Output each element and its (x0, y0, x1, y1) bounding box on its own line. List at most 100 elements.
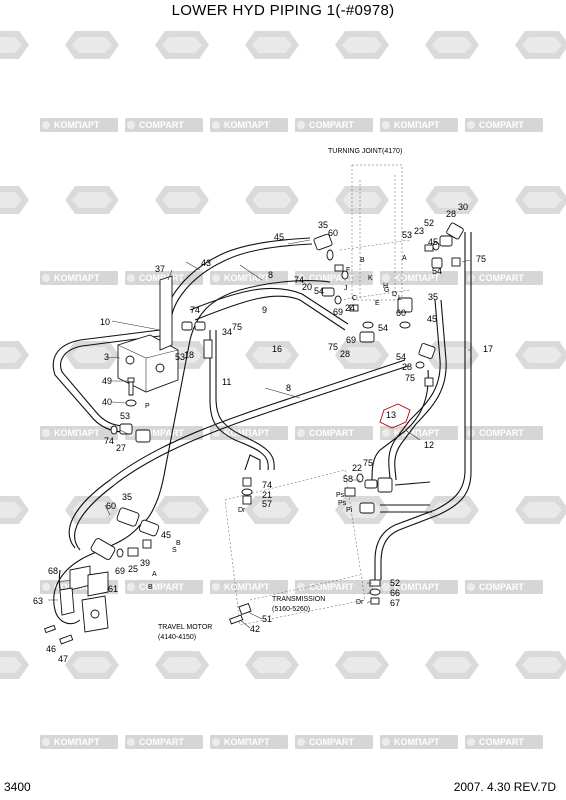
part-number: 54 (314, 286, 324, 296)
part-number: 75 (363, 458, 373, 468)
page-title: LOWER HYD PIPING 1(-#0978) (171, 2, 395, 19)
port-label: E (375, 300, 380, 307)
part-number: 75 (328, 342, 338, 352)
part-number: 40 (102, 397, 112, 407)
port-labels: A B F K H D C E G J L P Ps Dr Dr B A A B… (145, 255, 407, 606)
part-number: 69 (333, 307, 343, 317)
part-number-labels: 35 60 45 43 37 8 74 20 54 69 24 9 10 74 … (33, 202, 493, 664)
part-number: 75 (405, 373, 415, 383)
watermark-logo (155, 651, 209, 679)
part-number: 42 (250, 624, 260, 634)
watermark-logo (515, 341, 566, 369)
part-number: 75 (476, 254, 486, 264)
watermark-text: KOMПAPT (394, 582, 440, 592)
port-label: S (172, 547, 177, 554)
watermark-text: COMPART (479, 582, 524, 592)
turning-joint-label: TURNING JOINT(4170) (328, 148, 402, 155)
revision-date: 2007. 4.30 REV.7D (453, 780, 556, 794)
part-number: 52 (424, 218, 434, 228)
watermark-text: COMPART (139, 428, 184, 438)
part-number: 17 (483, 344, 493, 354)
part-number: 37 (155, 264, 165, 274)
port-label: J (344, 285, 348, 292)
watermark-logo (245, 651, 299, 679)
part-number: 45 (274, 232, 284, 242)
part-number: 21 (262, 490, 272, 500)
watermark-logo (65, 651, 119, 679)
part-number: 54 (432, 266, 442, 276)
watermark-logo (0, 186, 29, 214)
part-number: 28 (402, 362, 412, 372)
part-number: 27 (116, 443, 126, 453)
watermark-text: KOMПAPT (394, 120, 440, 130)
components (44, 222, 464, 645)
watermark-layer: KOMПAPT COMPART KOMПAPT COMPART KOMПAPT COMPA… (0, 31, 566, 749)
watermark-logo (245, 31, 299, 59)
watermark-text: KOMПAPT (394, 428, 440, 438)
part-number: 60 (106, 501, 116, 511)
port-label: D (392, 291, 397, 298)
part-number: 8 (286, 383, 291, 393)
part-number: 69 (115, 566, 125, 576)
watermark-text: COMPART (309, 737, 354, 747)
watermark-logo (515, 186, 566, 214)
port-label: Dr (238, 507, 246, 514)
watermark-text: KOMПAPT (394, 273, 440, 283)
watermark-logo (425, 31, 479, 59)
part-number: 28 (446, 209, 456, 219)
port-label: Pi (346, 507, 353, 514)
watermark-text: COMPART (139, 273, 184, 283)
part-number: 52 (390, 578, 400, 588)
part-number: 57 (262, 499, 272, 509)
part-number: 39 (140, 558, 150, 568)
part-number: 45 (427, 314, 437, 324)
port-label: H (383, 283, 388, 290)
watermark-logo (0, 341, 29, 369)
watermark-text: COMPART (309, 428, 354, 438)
part-number: 34 (222, 327, 232, 337)
watermark-logo (515, 651, 566, 679)
part-number: 61 (108, 584, 118, 594)
watermark-logo (65, 186, 119, 214)
watermark-text: COMPART (309, 120, 354, 130)
watermark-text: KOMПAPT (224, 120, 270, 130)
part-number: 53 (175, 352, 185, 362)
part-number: 35 (428, 292, 438, 302)
leader-lines (48, 239, 471, 629)
watermark-logo (335, 651, 389, 679)
part-number: 66 (390, 588, 400, 598)
watermark-logo (515, 31, 566, 59)
watermark-text: COMPART (479, 428, 524, 438)
part-number: 9 (262, 305, 267, 315)
part-number: 16 (272, 344, 282, 354)
watermark-text: KOMПAPT (54, 120, 100, 130)
part-number: 8 (268, 270, 273, 280)
watermark-logo (425, 496, 479, 524)
part-number: 20 (302, 282, 312, 292)
part-number: 24 (345, 303, 355, 313)
port-label: B (148, 584, 153, 591)
watermark-logo (335, 186, 389, 214)
watermark-text: KOMПAPT (224, 582, 270, 592)
watermark-text: COMPART (479, 737, 524, 747)
watermark-logo (335, 31, 389, 59)
watermark-logo (0, 651, 29, 679)
port-label: Dr (356, 599, 364, 606)
part-number: 58 (343, 474, 353, 484)
part-number: 53 (120, 411, 130, 421)
watermark-text: KOMПAPT (54, 273, 100, 283)
part-number: 10 (100, 317, 110, 327)
part-number: 74 (104, 436, 114, 446)
transmission-label: TRANSMISSION (272, 596, 325, 603)
watermark-text: COMPART (479, 273, 524, 283)
part-number: 22 (352, 463, 362, 473)
watermark-text: COMPART (139, 120, 184, 130)
part-number: 35 (318, 220, 328, 230)
part-number: 3 (104, 352, 109, 362)
part-number: 63 (33, 596, 43, 606)
part-number: 25 (128, 564, 138, 574)
watermark-text: KOMПAPT (394, 737, 440, 747)
part-number: 35 (122, 492, 132, 502)
port-label: G (384, 287, 389, 294)
